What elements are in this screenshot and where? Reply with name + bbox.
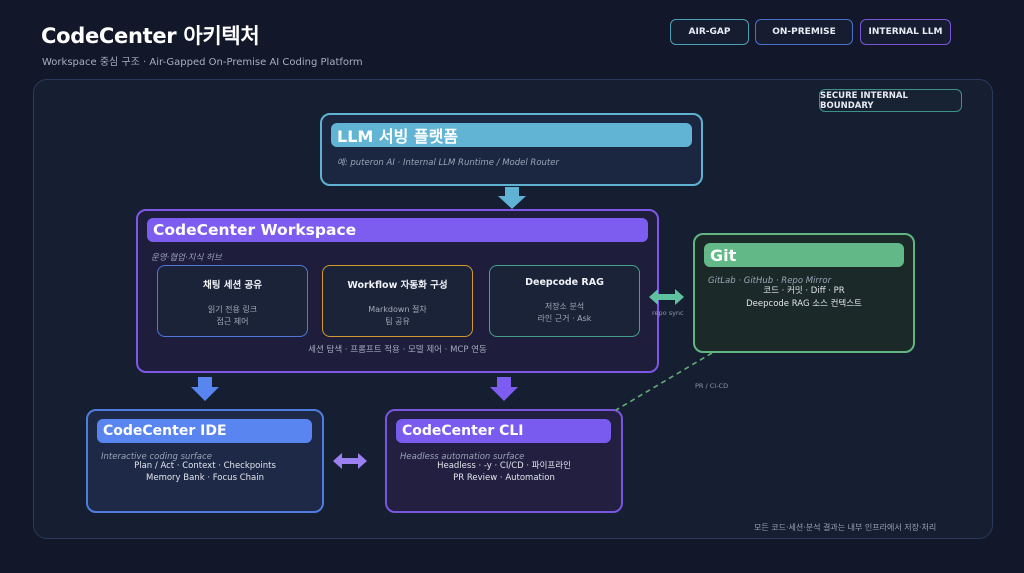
workspace-desc: 운영·협업·지식 허브: [151, 253, 222, 263]
workspace-title: CodeCenter Workspace: [147, 218, 648, 242]
git-box[interactable]: Git GitLab · GitHub · Repo Mirror 코드 · 커…: [693, 233, 915, 353]
page-subtitle: Workspace 중심 구조 · Air-Gapped On-Premise …: [42, 57, 363, 68]
dashed-link-git-to-cli: [615, 352, 713, 411]
module-line: 저장소 분석: [544, 302, 585, 311]
git-title: Git: [704, 243, 904, 267]
module-line: 접근 제어: [216, 317, 249, 326]
secure-boundary-label: SECURE INTERNAL BOUNDARY: [819, 89, 962, 112]
ide-desc: Interactive coding surface: [101, 452, 213, 462]
module-title: 채팅 세션 공유: [202, 280, 263, 291]
cli-line: PR Review · Automation: [453, 473, 555, 483]
badge-air-gap: AIR-GAP: [670, 19, 749, 45]
git-desc: GitLab · GitHub · Repo Mirror: [708, 276, 832, 286]
cli-desc: Headless automation surface: [400, 452, 525, 462]
module-line: Markdown 절차: [368, 305, 427, 314]
arrow-workspace-to-cli: [490, 377, 518, 401]
module-workflow-automation[interactable]: Workflow 자동화 구성 Markdown 절차 팀 공유: [322, 265, 473, 337]
llm-platform-desc: 예: puteron AI · Internal LLM Runtime / M…: [337, 158, 559, 168]
page-title: CodeCenter 아키텍처: [41, 24, 260, 48]
git-line: Deepcode RAG 소스 컨텍스트: [746, 298, 862, 309]
ide-line: Plan / Act · Context · Checkpoints: [134, 461, 276, 471]
ide-title: CodeCenter IDE: [97, 419, 312, 443]
badge-internal-llm: INTERNAL LLM: [860, 19, 951, 45]
ide-line: Memory Bank · Focus Chain: [146, 473, 264, 483]
llm-platform-box[interactable]: LLM 서빙 플랫폼 예: puteron AI · Internal LLM …: [320, 113, 703, 186]
module-title: Deepcode RAG: [525, 277, 604, 288]
cli-box[interactable]: CodeCenter CLI Headless automation surfa…: [385, 409, 623, 513]
arrow-repo-sync: [649, 289, 684, 305]
module-title: Workflow 자동화 구성: [347, 280, 448, 291]
badge-on-premise: ON-PREMISE: [755, 19, 853, 45]
workspace-footer: 세션 탐색 · 프롬프트 적용 · 모델 제어 · MCP 연동: [308, 345, 487, 355]
git-line: 코드 · 커밋 · Diff · PR: [763, 286, 845, 296]
module-deepcode-rag[interactable]: Deepcode RAG 저장소 분석 라인 근거 · Ask: [489, 265, 640, 337]
llm-platform-title: LLM 서빙 플랫폼: [331, 123, 692, 147]
arrow-ide-cli: [333, 453, 367, 469]
cli-title: CodeCenter CLI: [396, 419, 611, 443]
repo-sync-label: repo sync: [652, 309, 684, 317]
ide-box[interactable]: CodeCenter IDE Interactive coding surfac…: [86, 409, 324, 513]
module-line: 읽기 전용 링크: [207, 305, 258, 314]
module-line: 팀 공유: [385, 317, 410, 326]
pr-cicd-label: PR / CI-CD: [695, 382, 729, 390]
arrow-workspace-to-ide: [191, 377, 219, 401]
module-chat-session-sharing[interactable]: 채팅 세션 공유 읽기 전용 링크 접근 제어: [157, 265, 308, 337]
boundary-footer-note: 모든 코드·세션·분석 결과는 내부 인프라에서 저장·처리: [754, 523, 937, 532]
arrow-llm-to-workspace: [498, 187, 526, 209]
module-line: 라인 근거 · Ask: [537, 314, 592, 323]
workspace-box[interactable]: CodeCenter Workspace 운영·협업·지식 허브 채팅 세션 공…: [136, 209, 659, 373]
cli-line: Headless · -y · CI/CD · 파이프라인: [437, 461, 571, 471]
